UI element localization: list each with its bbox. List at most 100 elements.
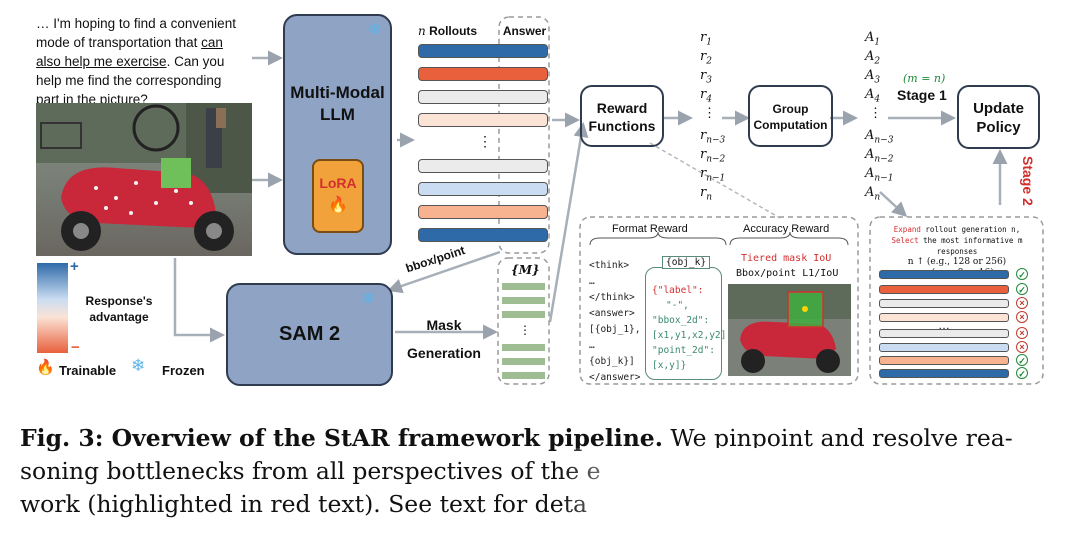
accuracy-reward-title: Accuracy Reward — [743, 223, 830, 235]
rollout-bar-2 — [418, 67, 548, 81]
code-think-open: <think> — [589, 260, 630, 271]
check-icon-1: ✓ — [1016, 268, 1028, 280]
code-point-val: [x,y]} — [652, 360, 687, 371]
code-answer-close: </answer> — [589, 372, 641, 383]
sam-title: SAM 2 — [278, 323, 341, 345]
rollouts-label: Rollouts — [429, 24, 478, 38]
reward-rn1: rn−1 — [700, 166, 726, 184]
legend-minus: − — [71, 339, 80, 356]
reward-rn3: rn−3 — [700, 128, 726, 146]
group-title-line-1: Group — [772, 102, 809, 116]
format-brace — [589, 231, 727, 246]
update-title-line-1: Update — [973, 100, 1024, 117]
code-ellipsis-1: … — [589, 276, 595, 287]
mask-bar-3 — [502, 311, 545, 318]
format-reward-code-right: {"label": "-", "bbox_2d": [x1,y1,x2,y2],… — [652, 283, 732, 373]
reward-rn2: rn−2 — [700, 147, 726, 165]
llm-title: Multi-Modal LLM — [285, 82, 390, 126]
code-label-key: {"label": — [652, 285, 704, 296]
advantage-an1: An−1 — [865, 166, 894, 184]
stage2-bar-3 — [879, 299, 1009, 308]
mask-label-line-2: Generation — [407, 345, 481, 361]
accuracy-line-1: Tiered mask IoU — [741, 253, 832, 264]
rollouts-header: n Rollouts — [418, 24, 477, 38]
code-objk: {obj_k}] — [589, 356, 635, 367]
rollout-bar-7 — [418, 205, 548, 219]
stage2-bar-4 — [879, 313, 1009, 322]
legend-flame-icon: 🔥 — [36, 359, 55, 376]
mask-generation-label: Mask Generation — [398, 311, 490, 367]
caption-text-1: We pinpoint and resolve rea- — [662, 424, 1013, 452]
group-title-line-2: Computation — [753, 118, 828, 132]
legend-advantage-line-2: advantage — [89, 310, 149, 324]
mask-dots: ⋮ — [519, 323, 531, 337]
caption-line-3: work (highlighted in red text). See text… — [20, 490, 588, 518]
update-title-line-2: Policy — [976, 119, 1021, 136]
rollout-bar-5 — [418, 159, 548, 173]
reward-r4: r4 — [700, 87, 712, 105]
advantage-a1: A1 — [865, 30, 881, 48]
llm-title-line-2: LLM — [320, 105, 355, 124]
rollouts-n: n — [418, 24, 426, 38]
mask-column-dashed — [497, 257, 550, 385]
accuracy-line-2: Bbox/point L1/IoU — [736, 268, 839, 279]
stage2-bar-2 — [879, 285, 1009, 294]
stage1-condition: (m = n) — [903, 72, 946, 85]
reward-title-line-2: Functions — [588, 118, 656, 134]
prompt-line-4: help me find the corresponding — [36, 73, 222, 88]
user-prompt: … I'm hoping to find a convenient mode o… — [36, 14, 258, 109]
figure-caption: Fig. 3: Overview of the StAR framework p… — [20, 422, 1070, 521]
lora-label: LoRA — [319, 175, 357, 191]
prompt-line-1: … I'm hoping to find a convenient — [36, 16, 236, 31]
sam-snowflake-icon: ❄ — [360, 289, 375, 308]
update-policy-box: Update Policy — [957, 85, 1040, 149]
lora-box: LoRA 🔥 — [312, 159, 364, 233]
arrow-mask-to-reward — [548, 122, 589, 323]
advantage-a3: A3 — [865, 68, 881, 86]
stage2-dots: … — [938, 318, 950, 332]
sam2-box: ❄ SAM 2 — [226, 283, 393, 386]
prompt-line-2: mode of transportation that can — [36, 35, 223, 50]
answer-header: Answer — [502, 24, 547, 38]
cross-icon-2: × — [1016, 311, 1028, 323]
accuracy-scooter-illustration — [728, 284, 851, 373]
stage2-bar-5 — [879, 329, 1009, 338]
legend-advantage-text: Response's advantage — [84, 293, 154, 325]
multimodal-llm-box: ❄ Multi-Modal LLM LoRA 🔥 — [283, 14, 392, 255]
mask-bar-5 — [502, 358, 545, 365]
stage2-bar-8 — [879, 369, 1009, 378]
arrow-a-to-panel — [879, 191, 908, 218]
code-bbox-val: [x1,y1,x2,y2], — [652, 330, 733, 341]
reward-functions-box: Reward Functions — [580, 85, 664, 147]
mask-bar-4 — [502, 344, 545, 351]
mask-bar-1 — [502, 283, 545, 290]
code-bbox-key: "bbox_2d": — [652, 315, 710, 326]
rollout-bar-6 — [418, 182, 548, 196]
rollout-dots: ⋮ — [478, 133, 492, 149]
objk-tag: {obj_k} — [662, 256, 711, 269]
stage2-bar-7 — [879, 356, 1009, 365]
stage2-bar-6 — [879, 343, 1009, 352]
advantage-an3: An−3 — [865, 128, 894, 146]
stage2-bar-1 — [879, 270, 1009, 279]
check-icon-4: ✓ — [1016, 367, 1028, 379]
scooter-photo — [36, 103, 252, 256]
advantage-an: An — [865, 185, 881, 203]
reward-dots: ⋮ — [703, 106, 716, 121]
code-think-close: </think> — [589, 292, 635, 303]
caption-fade-overlay — [560, 448, 860, 533]
legend-plus: + — [70, 258, 79, 275]
flame-icon: 🔥 — [328, 197, 348, 214]
legend-snowflake-icon: ❄ — [131, 356, 146, 375]
mask-label-line-1: Mask — [426, 317, 462, 333]
format-reward-code-left: <think> … </think> <answer> [{obj_1}, … … — [589, 258, 640, 386]
reward-r1: r1 — [700, 30, 712, 48]
code-obj1: [{obj_1}, — [589, 324, 641, 335]
stage2-select-line: Select the most informative m responses — [891, 236, 1023, 256]
legend-frozen: Frozen — [162, 363, 205, 378]
mask-m-label: {M} — [511, 263, 540, 277]
arrow-image-to-sam — [173, 258, 225, 343]
format-reward-title: Format Reward — [612, 223, 688, 235]
caption-line-2: soning bottlenecks from all perspectives… — [20, 457, 601, 485]
